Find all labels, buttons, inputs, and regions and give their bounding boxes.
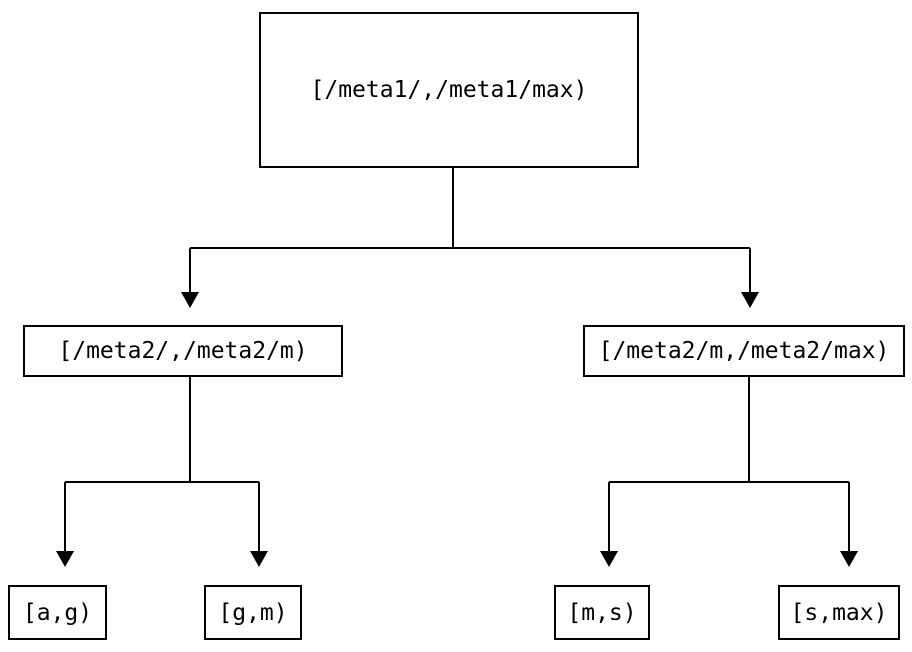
node-root-label: [/meta1/,/meta1/max): [310, 77, 588, 103]
node-mid-right: [/meta2/m,/meta2/max): [583, 325, 905, 377]
arrow-down-icon: [600, 551, 618, 567]
arrow-down-icon: [741, 292, 759, 308]
node-mid-right-label: [/meta2/m,/meta2/max): [598, 338, 890, 364]
node-mid-left: [/meta2/,/meta2/m): [23, 325, 343, 377]
node-leaf-ms: [m,s): [554, 585, 650, 640]
arrow-down-icon: [181, 292, 199, 308]
arrow-down-icon: [56, 551, 74, 567]
node-leaf-ag-label: [a,g): [22, 599, 93, 626]
node-leaf-smax: [s,max): [778, 585, 900, 640]
node-root: [/meta1/,/meta1/max): [259, 12, 639, 168]
arrow-down-icon: [840, 551, 858, 567]
arrow-down-icon: [250, 551, 268, 567]
node-leaf-smax-label: [s,max): [790, 599, 888, 626]
node-mid-left-label: [/meta2/,/meta2/m): [58, 338, 308, 364]
node-leaf-gm-label: [g,m): [218, 599, 288, 626]
node-leaf-gm: [g,m): [204, 585, 302, 640]
node-leaf-ms-label: [m,s): [567, 599, 637, 626]
node-leaf-ag: [a,g): [8, 585, 107, 640]
